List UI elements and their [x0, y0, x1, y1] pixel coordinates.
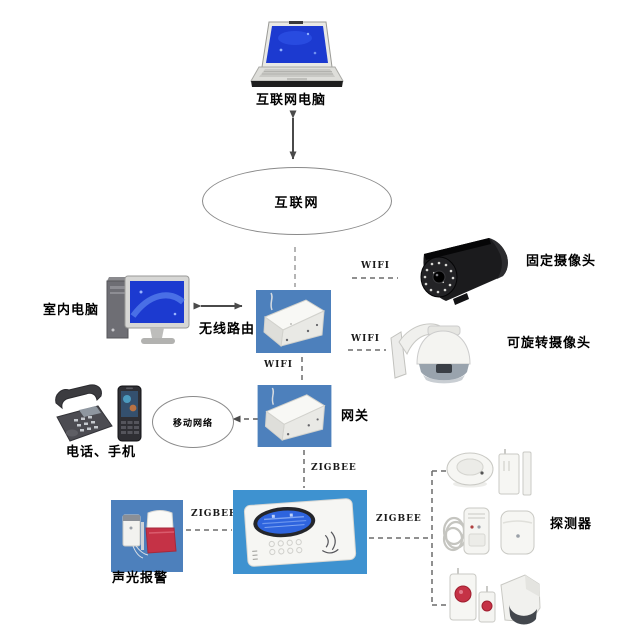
siren-icon — [111, 500, 183, 572]
label-mobile-network: 移动网络 — [172, 418, 213, 429]
bullet-camera-icon — [393, 233, 515, 313]
router-icon — [256, 290, 331, 353]
label-internet: 互联网 — [274, 195, 320, 211]
label-indoor-pc: 室内电脑 — [43, 303, 100, 318]
label-phones: 电话、手机 — [66, 445, 137, 460]
label-zigbee-gateway: ZIGBEE — [311, 463, 357, 473]
label-zigbee-siren: ZIGBEE — [191, 509, 237, 519]
internet-cloud: 互联网 — [202, 167, 392, 235]
panic-button-icon — [448, 567, 496, 624]
curtain-detector-icon — [496, 573, 542, 625]
label-sound-light-alarm: 声光报警 — [112, 571, 169, 586]
door-sensor-icon — [497, 449, 533, 496]
smoke-detector-icon — [445, 450, 495, 490]
label-wifi-gateway: WIFI — [264, 360, 293, 370]
label-wifi-fixed: WIFI — [361, 261, 390, 271]
label-wifi-dome: WIFI — [351, 334, 380, 344]
laptop-icon — [245, 20, 345, 94]
label-rotatable-camera: 可旋转摄像头 — [507, 336, 592, 351]
label-zigbee-detectors: ZIGBEE — [376, 514, 422, 524]
gas-detector-icon — [441, 505, 493, 559]
desktop-pc-icon — [97, 272, 197, 352]
label-wireless-router: 无线路由 — [199, 322, 256, 337]
phones-icon — [52, 381, 150, 447]
label-detectors: 探测器 — [550, 517, 593, 532]
alarm-panel-icon — [233, 490, 367, 574]
dome-camera-icon — [384, 312, 490, 400]
mobile-network-cloud: 移动网络 — [152, 396, 234, 448]
label-gateway: 网关 — [341, 409, 370, 424]
label-fixed-camera: 固定摄像头 — [526, 254, 597, 269]
gateway-icon — [257, 385, 332, 447]
pir-detector-icon — [499, 509, 537, 556]
label-internet-pc: 互联网电脑 — [256, 93, 327, 108]
